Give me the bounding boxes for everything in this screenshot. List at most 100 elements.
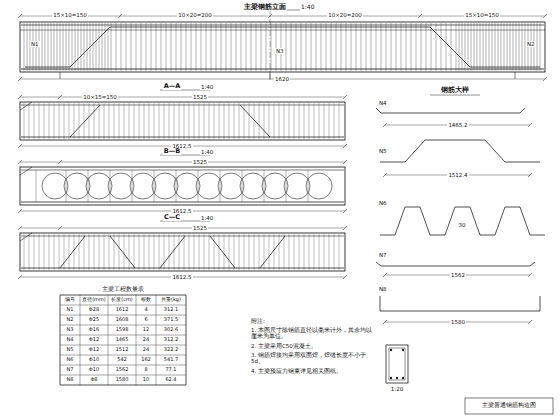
stirrup	[376, 23, 377, 71]
drawing-label: 1562	[115, 367, 130, 373]
stirrup	[294, 234, 295, 270]
dimension-tick	[58, 95, 62, 99]
stirrup	[314, 234, 315, 270]
drawing-label: 长度(cm)	[110, 297, 134, 303]
stirrup	[324, 103, 325, 139]
stirrup	[246, 23, 247, 71]
stirrup	[131, 23, 132, 71]
drawing-label: 371.5	[163, 317, 179, 323]
stirrup	[259, 234, 260, 270]
stirrup	[64, 103, 65, 139]
dimension-tick	[528, 173, 532, 177]
stirrup	[446, 23, 447, 71]
stirrup	[176, 23, 177, 71]
dimension-tick	[383, 320, 387, 324]
stirrup	[59, 234, 60, 270]
stirrup	[234, 234, 235, 270]
stirrup	[510, 23, 511, 71]
title-block	[465, 398, 553, 414]
stirrup	[154, 234, 155, 270]
drawing-label: 1512.4	[447, 172, 468, 178]
stirrup	[519, 23, 520, 71]
drawing-label: 主梁工程数量表	[101, 286, 145, 293]
stirrup	[351, 23, 352, 71]
drawing-label: N5	[378, 148, 388, 154]
top-rebar	[21, 105, 344, 106]
stirrup	[116, 23, 117, 71]
rebar-dot	[402, 349, 404, 351]
stirrup	[462, 23, 463, 71]
table-rule	[60, 335, 186, 336]
stirrup	[204, 234, 205, 270]
stirrup	[99, 234, 100, 270]
drawing-label: 62.4	[164, 377, 177, 383]
stirrup	[24, 103, 25, 139]
dimension-tick	[343, 209, 347, 213]
stirrup	[279, 234, 280, 270]
stirrup	[144, 103, 145, 139]
drawing-label: N2	[526, 41, 536, 47]
stirrup	[522, 23, 523, 71]
drawing-label: 1562	[450, 272, 466, 278]
drawing-label: 2. 主梁采用C50混凝土。	[250, 343, 377, 349]
stirrup	[229, 103, 230, 139]
stirrup	[274, 234, 275, 270]
stirrup	[44, 103, 45, 139]
drawing-label: 302.6	[163, 327, 179, 333]
stirrup	[156, 23, 157, 71]
drawing-label: 77.1	[164, 367, 177, 373]
stirrup	[34, 234, 35, 270]
bent-rebar	[240, 105, 270, 137]
rebar-details	[376, 95, 545, 324]
stirrup	[334, 103, 335, 139]
stirrup	[309, 234, 310, 270]
drawing-label: 1525	[192, 225, 208, 231]
stirrup	[209, 234, 210, 270]
stirrup	[84, 234, 85, 270]
drawing-label: Φ28	[88, 307, 100, 313]
stirrup	[289, 234, 290, 270]
dimension-tick	[528, 123, 532, 127]
stirrup	[198, 170, 199, 202]
stirrup	[371, 23, 372, 71]
stirrup	[391, 23, 392, 71]
stirrup	[154, 170, 155, 202]
table-rule	[60, 355, 186, 356]
stirrup	[34, 103, 35, 139]
stirrup	[146, 23, 147, 71]
drawing-label: 1612	[115, 307, 130, 313]
stirrup	[264, 170, 265, 202]
stirrup	[331, 23, 332, 71]
stirrup	[102, 23, 103, 71]
drawing-label: Φ8	[89, 377, 98, 383]
stirrup	[109, 234, 110, 270]
dimension-tick	[18, 209, 22, 213]
drawing-label: 1512	[115, 347, 130, 353]
drawing-label: 钢筋大样	[440, 87, 470, 94]
drawing-label: Φ12	[88, 347, 100, 353]
stirrup	[269, 234, 270, 270]
drawing-label: 根数	[140, 297, 152, 303]
section-outline	[386, 345, 408, 383]
stirrup	[279, 103, 280, 139]
stirrup	[296, 23, 297, 71]
stirrup	[304, 234, 305, 270]
drawing-label: Φ10	[88, 357, 100, 363]
drawing-label: 15×10=150	[52, 12, 88, 18]
stirrup	[314, 103, 315, 139]
stirrup	[309, 103, 310, 139]
stirrup	[87, 23, 88, 71]
stirrup	[224, 103, 225, 139]
girder-outline	[20, 22, 545, 72]
stirrup	[119, 234, 120, 270]
stirrup	[96, 23, 97, 71]
top-rebar	[21, 25, 544, 26]
stirrup	[231, 23, 232, 71]
stirrup	[244, 234, 245, 270]
stirrup	[346, 23, 347, 71]
stirrup	[421, 23, 422, 71]
stirrup	[495, 23, 496, 71]
stirrup	[105, 23, 106, 71]
stirrup	[286, 170, 287, 202]
table-rule	[60, 295, 186, 296]
